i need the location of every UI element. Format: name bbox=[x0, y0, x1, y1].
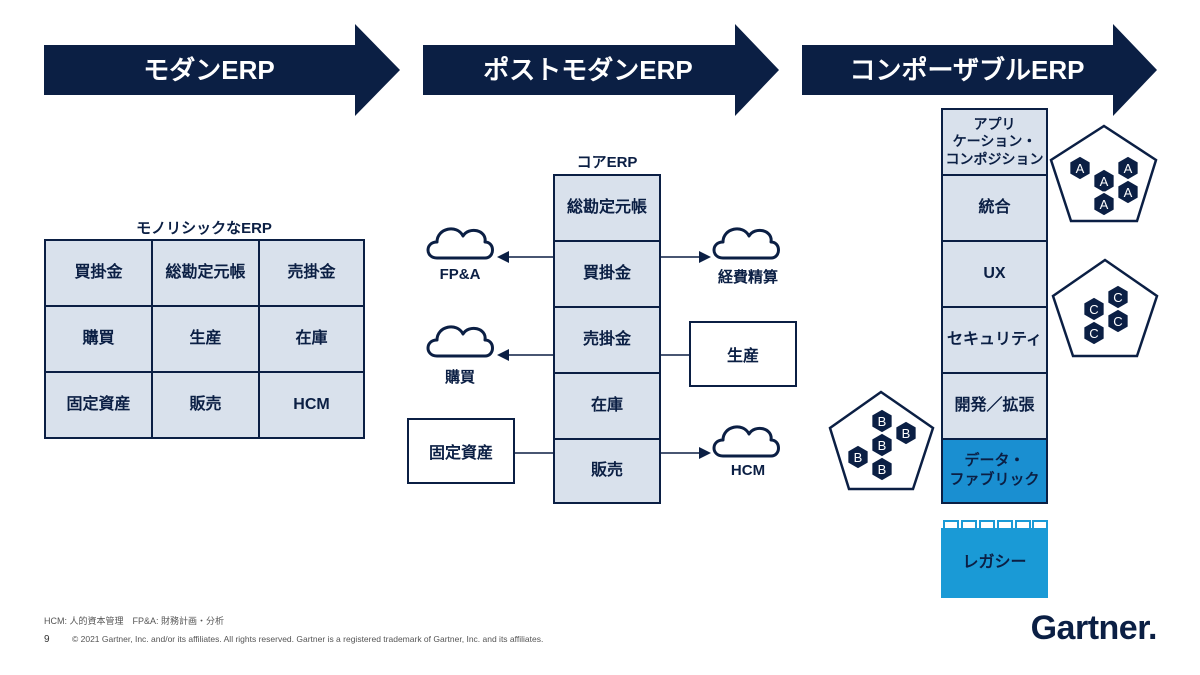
hex-a-label: A bbox=[1100, 197, 1109, 212]
arrow-modern bbox=[44, 24, 400, 116]
hex-b-label: B bbox=[878, 414, 887, 429]
hex-b-label: B bbox=[878, 462, 887, 477]
core-cell: 販売 bbox=[553, 438, 661, 504]
monolithic-title: モノリシックなERP bbox=[136, 220, 272, 237]
arrow-label-modern: モダンERP bbox=[143, 55, 275, 85]
hex-b-label: B bbox=[902, 426, 911, 441]
pentagon-b-icon: B B B B B bbox=[828, 390, 935, 491]
hex-c-label: C bbox=[1113, 290, 1122, 305]
hcm-label: HCM bbox=[730, 462, 766, 479]
grid-cell: 売掛金 bbox=[258, 239, 365, 307]
grid-cell: 購買 bbox=[44, 305, 153, 373]
grid-cell: HCM bbox=[258, 371, 365, 439]
copyright: © 2021 Gartner, Inc. and/or its affiliat… bbox=[72, 634, 544, 644]
gartner-logo: Gartner. bbox=[1030, 609, 1158, 647]
core-cell: 買掛金 bbox=[553, 240, 661, 308]
grid-cell: 買掛金 bbox=[44, 239, 153, 307]
legacy-block bbox=[941, 520, 1048, 598]
hex-b-label: B bbox=[854, 450, 863, 465]
arrow-composable bbox=[802, 24, 1157, 116]
footnote: HCM: 人的資本管理 FP&A: 財務計画・分析 bbox=[44, 616, 225, 626]
hex-a-label: A bbox=[1124, 185, 1133, 200]
stack-cell-dev-extension: 開発／拡張 bbox=[941, 372, 1048, 440]
hex-c-label: C bbox=[1089, 326, 1098, 341]
fixed-assets-box: 固定資産 bbox=[407, 418, 515, 484]
grid-cell: 固定資産 bbox=[44, 371, 153, 439]
core-cell: 在庫 bbox=[553, 372, 661, 440]
pentagon-a-icon: A A A A A bbox=[1049, 124, 1158, 223]
grid-cell: 生産 bbox=[151, 305, 260, 373]
production-box: 生産 bbox=[689, 321, 797, 387]
hex-a-label: A bbox=[1100, 174, 1109, 189]
expense-label: 経費精算 bbox=[717, 269, 778, 286]
purchase-label: 購買 bbox=[444, 369, 475, 386]
fpa-label: FP&A bbox=[439, 266, 481, 283]
hex-c-label: C bbox=[1113, 314, 1122, 329]
legacy-label: レガシー bbox=[962, 554, 1027, 571]
stack-cell-app-composition: アプリ ケーション・ コンポジション bbox=[941, 108, 1048, 176]
core-erp-title: コアERP bbox=[576, 154, 638, 171]
hex-b-label: B bbox=[878, 438, 887, 453]
core-cell: 売掛金 bbox=[553, 306, 661, 374]
stack-cell-security: セキュリティ bbox=[941, 306, 1048, 374]
hex-a-label: A bbox=[1076, 161, 1085, 176]
arrow-label-composable: コンポーザブルERP bbox=[849, 55, 1085, 85]
page-number: 9 bbox=[44, 634, 50, 645]
hex-c-label: C bbox=[1089, 302, 1098, 317]
header-arrows bbox=[44, 24, 1157, 116]
core-cell: 総勘定元帳 bbox=[553, 174, 661, 242]
stack-cell-data-fabric: データ・ ファブリック bbox=[941, 438, 1048, 504]
grid-cell: 総勘定元帳 bbox=[151, 239, 260, 307]
arrow-label-postmodern: ポストモダンERP bbox=[483, 55, 693, 85]
arrow-postmodern bbox=[423, 24, 779, 116]
pentagon-c-icon: C C C C bbox=[1051, 258, 1159, 358]
hex-a-label: A bbox=[1124, 161, 1133, 176]
